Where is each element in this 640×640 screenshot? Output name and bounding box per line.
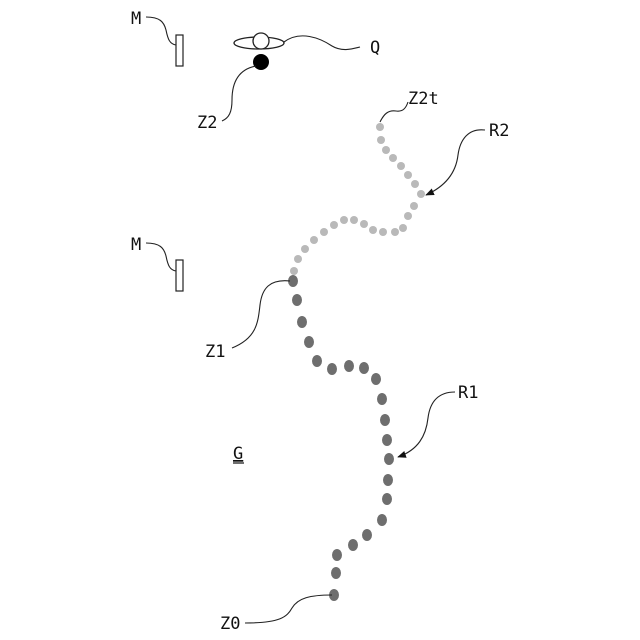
- point-z2: Z2: [197, 54, 269, 133]
- route-r2-dot: [360, 220, 368, 228]
- ground-label: G: [233, 444, 243, 464]
- marker-top-leader: [146, 17, 176, 45]
- route-r2-dot: [382, 146, 390, 154]
- route-r1-dot: [382, 434, 392, 446]
- route-r1-dot: [362, 529, 372, 541]
- route-r2-dot: [377, 136, 385, 144]
- route-r2-dot: [294, 255, 302, 263]
- route-r2-dot: [399, 224, 407, 232]
- route-r1-dots: [288, 275, 394, 601]
- route-r2-dot: [411, 180, 419, 188]
- marker-top-icon: [176, 35, 183, 66]
- route-r2-dot: [320, 228, 328, 236]
- route-r1-dot: [371, 373, 381, 385]
- route-r2-dot: [301, 245, 309, 253]
- route-r2-dot: [404, 171, 412, 179]
- route-r1-dot: [382, 493, 392, 505]
- point-z1-label: Z1: [205, 342, 225, 362]
- route-r1-dot: [312, 355, 322, 367]
- route-r2-dot: [379, 228, 387, 236]
- route-r2-callout: R2: [426, 121, 509, 195]
- route-r1-dot: [384, 453, 394, 465]
- route-r1-dot: [359, 362, 369, 374]
- route-r1-arrow: [398, 392, 455, 457]
- route-r1-dot: [327, 363, 337, 375]
- route-r2-arrow: [426, 130, 485, 195]
- route-r1-dot: [383, 474, 393, 486]
- marker-mid-icon: [176, 260, 183, 291]
- drone-icon: [234, 33, 284, 49]
- ground: G: [233, 444, 244, 464]
- route-r2-dot: [410, 202, 418, 210]
- route-r1-dot: [297, 316, 307, 328]
- route-r1-callout: R1: [398, 383, 478, 457]
- drone-label: Q: [370, 38, 380, 58]
- route-r2-dot: [417, 190, 425, 198]
- route-r1-dot: [332, 549, 342, 561]
- point-z0-label: Z0: [220, 614, 240, 634]
- route-r2-dot: [290, 267, 298, 275]
- route-r1-dot: [377, 393, 387, 405]
- route-r1-dot: [304, 336, 314, 348]
- route-r2-dot: [397, 162, 405, 170]
- route-r1-dot: [344, 360, 354, 372]
- route-r2-dot: [404, 212, 412, 220]
- route-r1-dot: [348, 539, 358, 551]
- route-r2-dot: [376, 123, 384, 131]
- point-z2-leader: [222, 66, 256, 121]
- route-r2-dot: [310, 236, 318, 244]
- route-r2-dot: [369, 226, 377, 234]
- point-z1: Z1: [205, 281, 290, 362]
- drone-leader: [284, 36, 360, 50]
- marker-mid-label: M: [131, 235, 141, 255]
- point-z2t-leader: [380, 102, 408, 122]
- route-r2-dot: [330, 221, 338, 229]
- point-z2-dot: [253, 54, 269, 70]
- route-r2-dots: [290, 123, 425, 275]
- route-r2-dot: [391, 228, 399, 236]
- point-z1-leader: [232, 281, 290, 348]
- route-r2-dot: [350, 216, 358, 224]
- marker-mid-leader: [146, 243, 176, 271]
- point-z2t-label: Z2t: [408, 89, 439, 109]
- route-r2-dot: [340, 216, 348, 224]
- marker-top-label: M: [131, 9, 141, 29]
- marker-mid: M: [131, 235, 183, 291]
- marker-top: M: [131, 9, 183, 66]
- route-r1-dot: [292, 294, 302, 306]
- point-z0: Z0: [220, 595, 332, 634]
- route-r2-label: R2: [489, 121, 509, 141]
- route-r1-dot: [380, 414, 390, 426]
- route-r1-dot: [331, 567, 341, 579]
- route-r1-dot: [377, 514, 387, 526]
- point-z0-leader: [245, 595, 332, 623]
- drone: Q: [234, 33, 380, 58]
- route-r2-dot: [389, 154, 397, 162]
- point-z2-label: Z2: [197, 113, 217, 133]
- point-z2t: Z2t: [380, 89, 439, 122]
- route-r1-label: R1: [458, 383, 478, 403]
